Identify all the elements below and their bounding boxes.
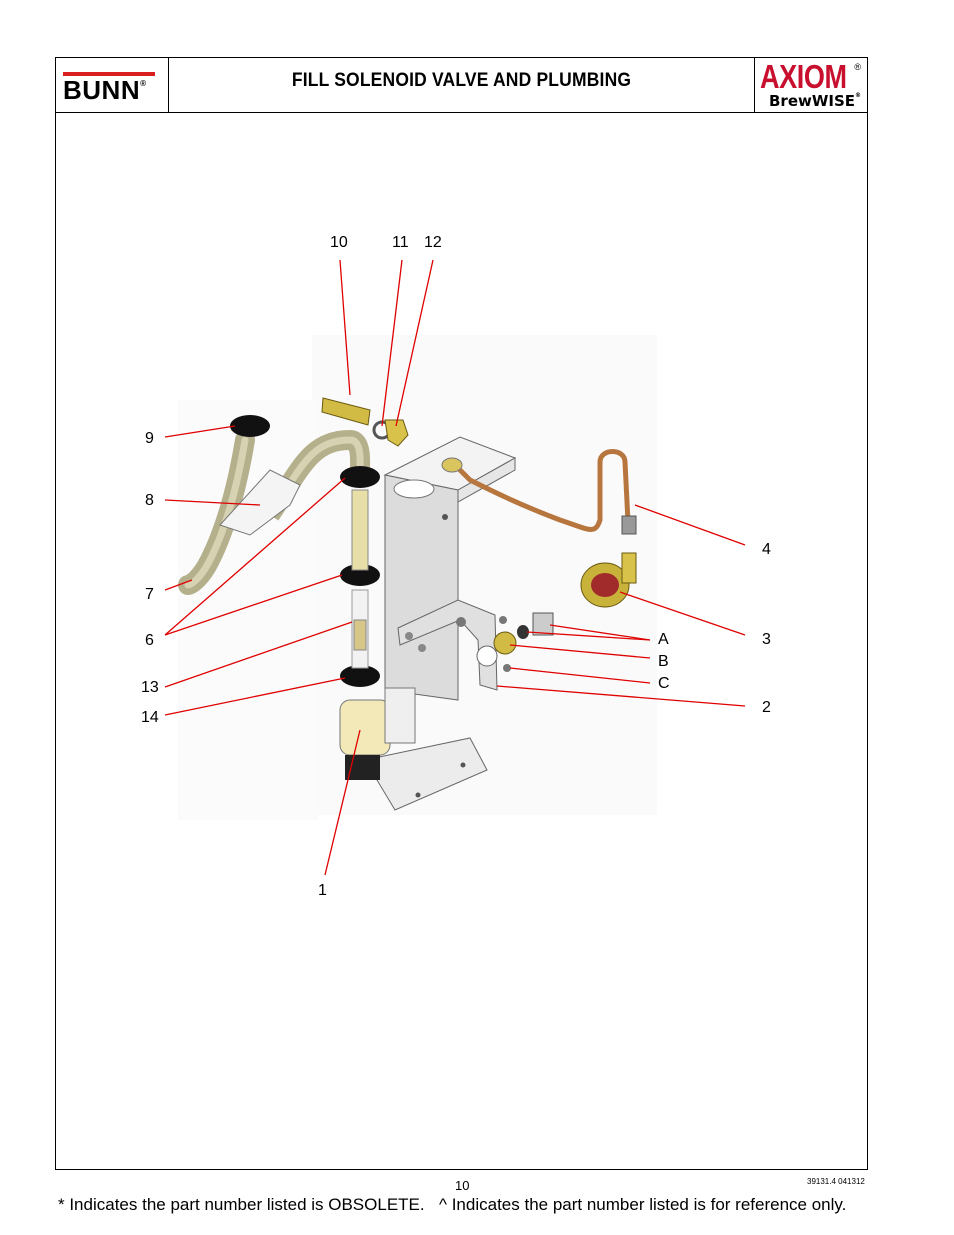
callout-9: 9 xyxy=(145,430,154,447)
callout-12: 12 xyxy=(424,234,442,251)
strainer xyxy=(353,619,367,651)
axiom-brewwise-logo: AXIOM ® BrewWISE® xyxy=(754,58,867,112)
inlet-tube xyxy=(351,489,369,669)
callout-8: 8 xyxy=(145,492,154,509)
page-frame: BUNN® FILL SOLENOID VALVE AND PLUMBING A… xyxy=(55,57,868,1170)
note-obsolete: * Indicates the part number listed is OB… xyxy=(58,1195,425,1214)
page-header: BUNN® FILL SOLENOID VALVE AND PLUMBING A… xyxy=(56,58,867,113)
bunn-logo-text: BUNN® xyxy=(63,75,147,105)
callout-14: 14 xyxy=(141,709,159,726)
bottom-bracket xyxy=(364,737,488,811)
document-number: 39131.4 041312 xyxy=(807,1177,865,1186)
copper-tube xyxy=(441,449,637,535)
page-number: 10 xyxy=(455,1178,470,1193)
solenoid-valve xyxy=(339,687,416,780)
callout-7: 7 xyxy=(145,586,154,603)
leader-lines xyxy=(164,259,746,876)
side-plate xyxy=(397,599,498,691)
panel-hole xyxy=(393,479,435,499)
callout-B: B xyxy=(658,653,669,670)
brass-fittings xyxy=(321,397,409,447)
callout-11: 11 xyxy=(392,234,409,251)
oetiker-clamps xyxy=(230,415,380,687)
bunn-logo: BUNN® xyxy=(56,58,169,112)
callout-3: 3 xyxy=(762,631,771,648)
small-hardware xyxy=(493,612,554,672)
bunn-logo-bar xyxy=(63,72,155,76)
callout-1: 1 xyxy=(318,882,327,899)
hose-assembly xyxy=(178,429,371,595)
page-title: FILL SOLENOID VALVE AND PLUMBING xyxy=(291,70,632,91)
hose-clamp xyxy=(219,469,301,536)
note-reference: ^ Indicates the part number listed is fo… xyxy=(439,1195,847,1214)
callout-C: C xyxy=(658,675,670,692)
callout-A: A xyxy=(658,631,669,648)
mounting-panel xyxy=(383,436,517,701)
brass-elbow xyxy=(580,552,637,608)
callout-4: 4 xyxy=(762,541,771,558)
axiom-reg-mark: ® xyxy=(854,62,861,72)
axiom-logo-text: AXIOM xyxy=(760,58,847,95)
callout-6: 6 xyxy=(145,632,154,649)
brewwise-logo-text: BrewWISE® xyxy=(769,92,862,110)
callout-2: 2 xyxy=(762,699,771,716)
callout-13: 13 xyxy=(141,679,159,696)
callout-10: 10 xyxy=(330,234,348,251)
